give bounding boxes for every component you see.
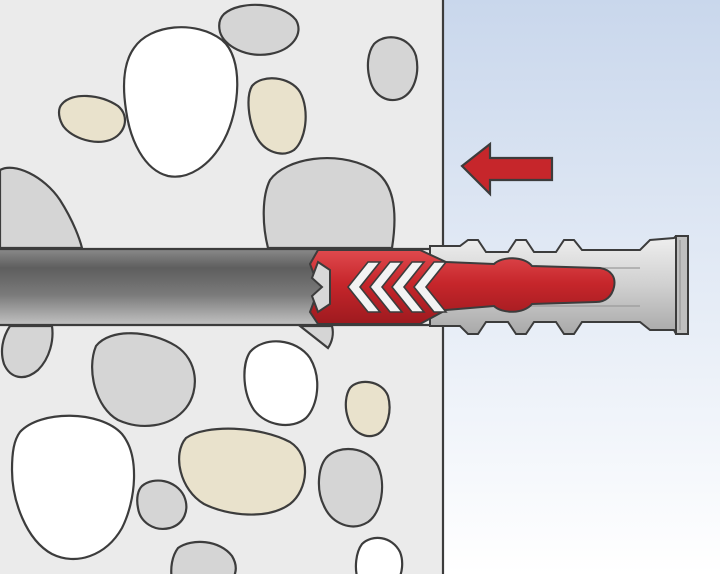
stone (170, 540, 237, 574)
anchor-collar (675, 235, 689, 335)
insertion-arrow-icon (460, 141, 554, 197)
stone (218, 3, 300, 56)
anchor-tip (310, 260, 331, 314)
stone (366, 36, 419, 102)
stone (344, 380, 391, 438)
stone (243, 340, 319, 426)
stone (262, 157, 396, 250)
stone (0, 324, 54, 379)
stone (91, 332, 196, 427)
stone (178, 427, 307, 516)
stone (0, 166, 84, 250)
stone (122, 26, 239, 178)
wall-plug-anchor (308, 235, 689, 335)
anchor-chevrons (346, 261, 448, 313)
stone (354, 536, 404, 574)
stone (317, 447, 384, 528)
stone (136, 479, 188, 530)
stone (296, 324, 334, 350)
stone (247, 77, 307, 155)
stone (10, 414, 136, 561)
stone (57, 94, 127, 143)
